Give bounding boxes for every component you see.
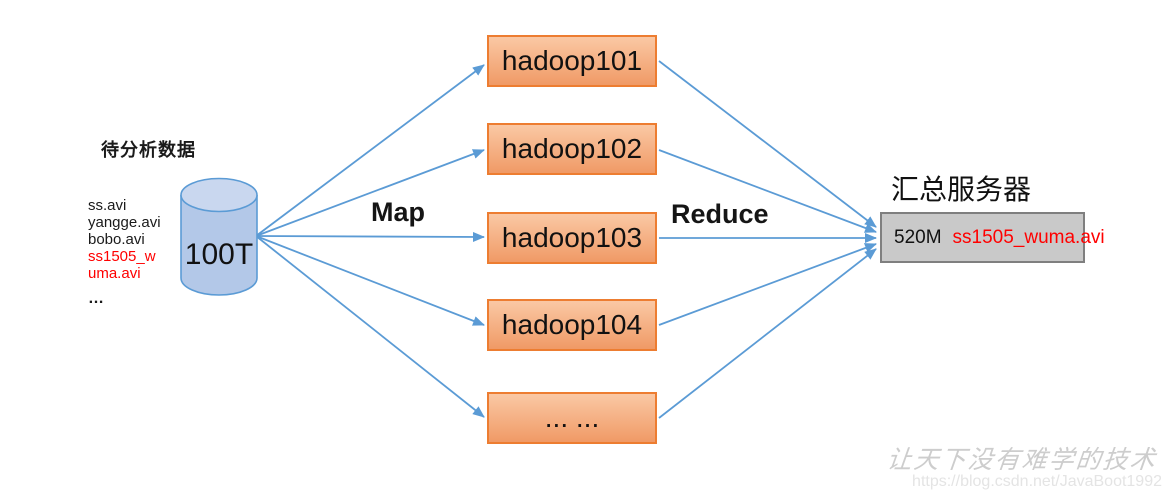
worker-node-hadoop101: hadoop101 xyxy=(487,35,657,87)
file-item-1: yangge.avi xyxy=(88,214,161,231)
storage-cylinder: 100T xyxy=(179,176,259,298)
worker-node-hadoop104: hadoop104 xyxy=(487,299,657,351)
worker-node-more: ... ... xyxy=(487,392,657,444)
source-file-list: ss.avi yangge.avi bobo.avi ss1505_w uma.… xyxy=(88,197,161,282)
map-arrow xyxy=(255,235,485,326)
cylinder-icon xyxy=(180,177,258,296)
file-item-2: bobo.avi xyxy=(88,231,145,248)
worker-node-hadoop102: hadoop102 xyxy=(487,123,657,175)
file-item-3: ss1505_w xyxy=(88,248,156,265)
worker-node-hadoop103: hadoop103 xyxy=(487,212,657,264)
watermark-slogan: 让天下没有难学的技术 xyxy=(885,446,1159,474)
map-arrow xyxy=(255,231,485,242)
file-item-4: uma.avi xyxy=(88,265,141,282)
storage-capacity-label: 100T xyxy=(184,238,254,271)
file-item-0: ss.avi xyxy=(88,197,127,214)
source-data-title: 待分析数据 xyxy=(101,140,196,160)
map-arrow xyxy=(255,235,485,418)
watermark-url: https://blog.csdn.net/JavaBoot1992 xyxy=(912,473,1162,490)
file-list-ellipsis: … xyxy=(88,290,105,307)
sink-result-file: ss1505_wuma.avi xyxy=(952,226,1105,248)
reduce-arrow xyxy=(658,248,877,419)
map-arrow xyxy=(255,149,485,237)
map-phase-label: Map xyxy=(371,197,425,227)
map-arrow xyxy=(255,64,485,237)
sink-result-size: 520M xyxy=(894,226,942,248)
sink-result-box: 520M ss1505_wuma.avi xyxy=(880,212,1105,263)
reduce-phase-label: Reduce xyxy=(671,199,769,229)
sink-server-title: 汇总服务器 xyxy=(891,174,1032,205)
reduce-arrow xyxy=(658,243,877,326)
